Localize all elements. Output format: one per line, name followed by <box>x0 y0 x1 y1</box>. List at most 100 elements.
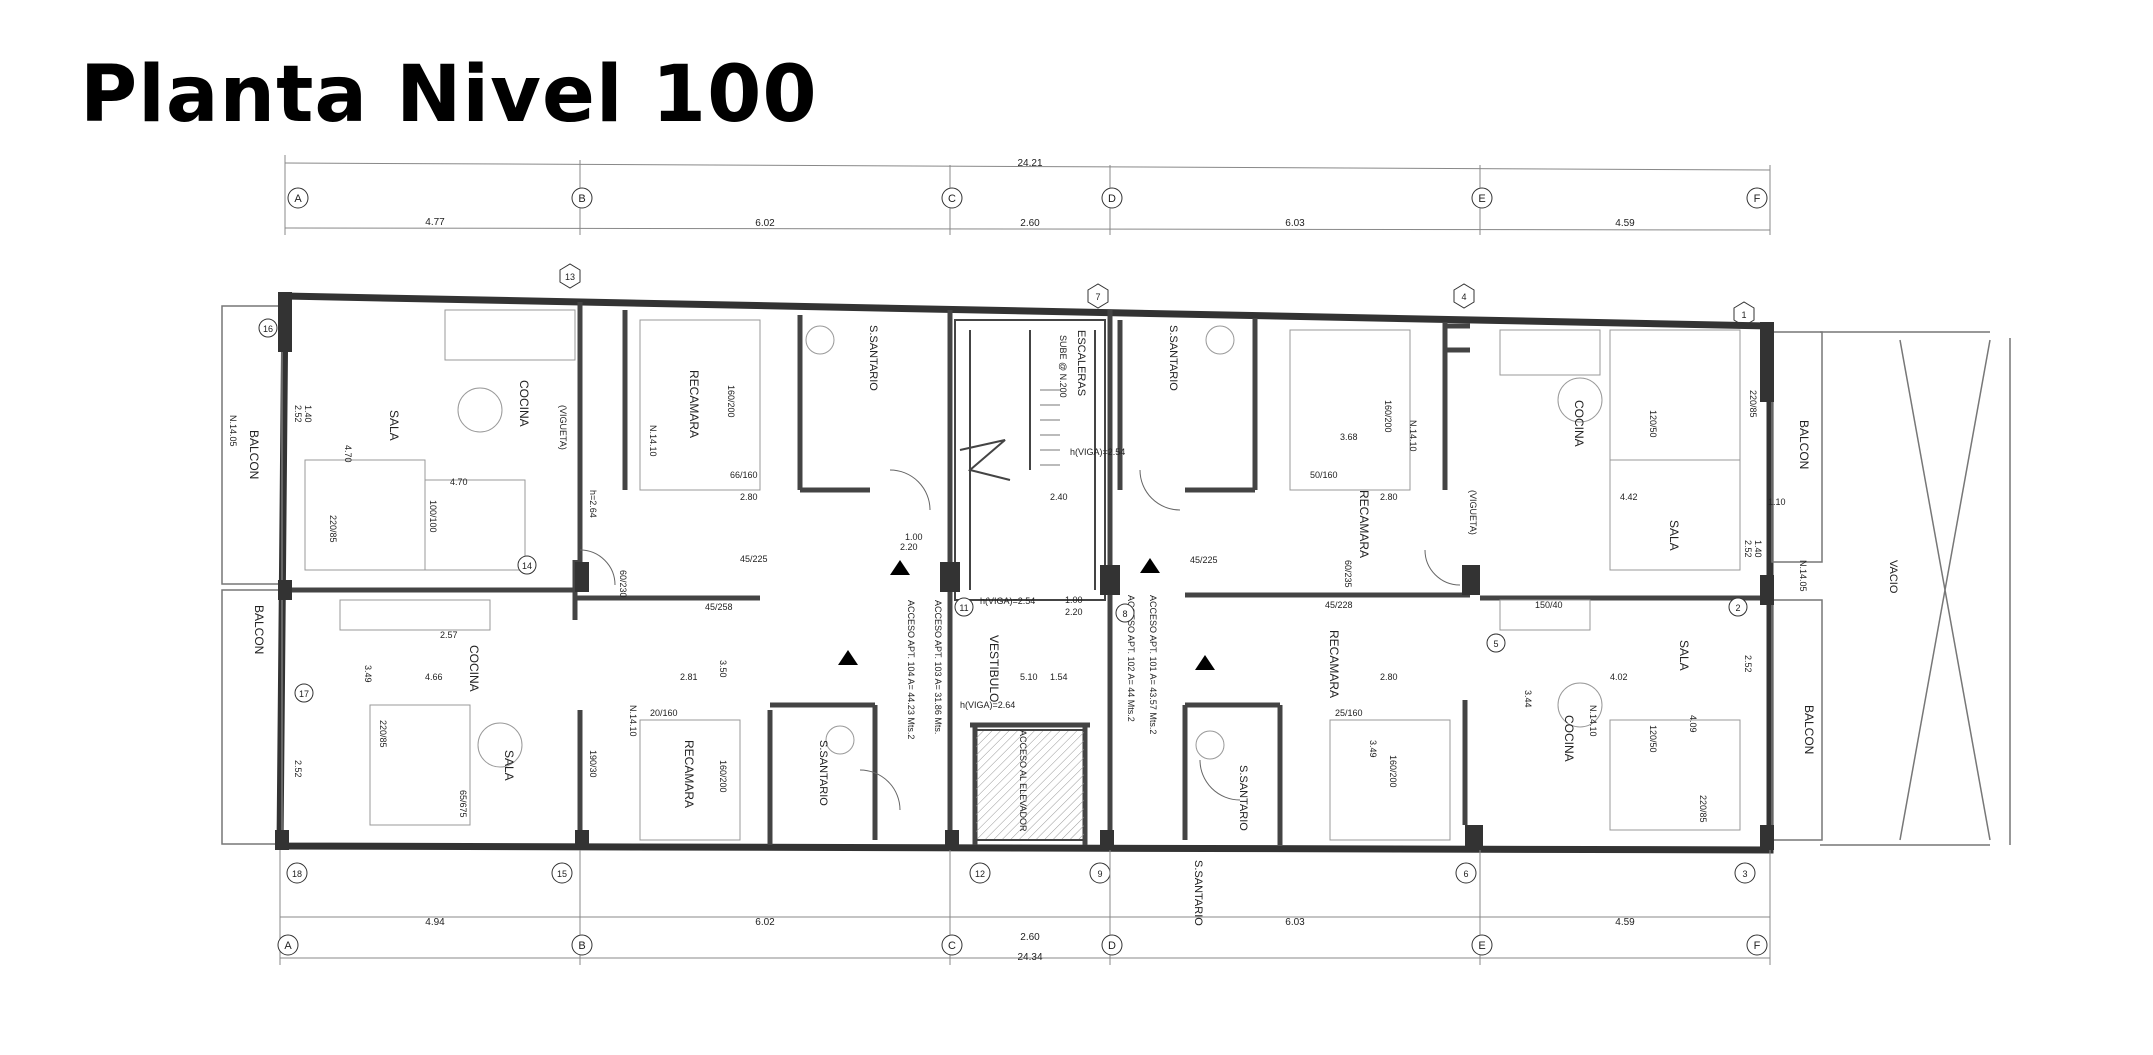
furn-220-85-c: 220/85 <box>1748 390 1758 418</box>
furn-60-230: 60/230 <box>618 570 628 598</box>
axis-b-top: B <box>578 193 585 205</box>
furniture <box>304 309 1741 841</box>
dim-140-ur: 1.40 <box>1753 540 1763 558</box>
page-title: Planta Nivel 100 <box>80 50 818 140</box>
bubble-6: 6 <box>1463 869 1468 879</box>
dim-140-ul: 1.40 <box>303 405 313 423</box>
room-cocina-ur: COCINA <box>1572 400 1586 447</box>
hex-4: 4 <box>1461 292 1466 302</box>
furn-45-228: 45/228 <box>1325 600 1353 610</box>
room-sala-ur: SALA <box>1667 520 1681 551</box>
dim-281: 2.81 <box>680 672 698 682</box>
dim-349-a: 3.49 <box>363 665 373 683</box>
dim-100-a: 1.00 <box>905 532 923 542</box>
room-sala-ul: SALA <box>387 410 401 441</box>
elevator-shaft <box>974 729 1086 841</box>
dim-top-4: 6.03 <box>1285 218 1305 229</box>
room-recamara-ul: RECAMARA <box>687 370 701 438</box>
furn-45-258: 45/258 <box>705 602 733 612</box>
dim-bottom-1: 4.94 <box>425 917 445 928</box>
dim-350: 3.50 <box>718 660 728 678</box>
apt-102-access: ACCESO APT. 102 A= 44 Mts.2 <box>1126 595 1136 722</box>
room-s-santario-lr: S.SANTARIO <box>1237 765 1249 831</box>
axis-f-top: F <box>1754 193 1761 205</box>
dim-total-top: 24.21 <box>1017 158 1042 169</box>
furn-220-85-b: 220/85 <box>1698 795 1708 823</box>
bubble-15: 15 <box>557 869 567 879</box>
furn-160-200-b: 160/200 <box>1383 400 1393 433</box>
dim-bottom-5: 4.59 <box>1615 917 1635 928</box>
apt-104-access: ACCESO APT. 104 A= 44.23 Mts.2 <box>906 600 916 739</box>
label-viga-254: h(VIGA)=2.54 <box>980 596 1035 606</box>
dim-470: 4.70 <box>450 477 468 487</box>
bubble-8: 8 <box>1122 609 1127 619</box>
room-cocina-ul: COCINA <box>517 380 531 427</box>
room-balcon-ll: BALCON <box>252 605 266 654</box>
room-s-santario-ul: S.SANTARIO <box>867 325 879 391</box>
axis-c-top: C <box>948 193 956 205</box>
room-s-santario-ur: S.SANTARIO <box>1167 325 1179 391</box>
label-n1405-b: N.14.05 <box>1798 560 1808 592</box>
bubble-14: 14 <box>522 561 532 571</box>
bubble-5: 5 <box>1493 639 1498 649</box>
furn-120-50-b: 120/50 <box>1648 725 1658 753</box>
axis-e-bottom: E <box>1478 940 1485 952</box>
label-n1410-c: N.14.10 <box>628 705 638 737</box>
bubble-3: 3 <box>1742 869 1747 879</box>
bubble-9: 9 <box>1097 869 1102 879</box>
dim-510: 5.10 <box>1020 672 1038 682</box>
furn-66-160: 66/160 <box>730 470 758 480</box>
room-cocina-lr: COCINA <box>1562 715 1576 762</box>
hex-13: 13 <box>565 272 575 282</box>
apt-103-access: ACCESO APT. 103 A= 31.86 Mts. <box>933 600 943 734</box>
furn-45-225-a: 45/225 <box>740 554 768 564</box>
dim-450: 4.70 <box>343 445 353 463</box>
dim-466: 4.66 <box>425 672 443 682</box>
room-recamara-ur: RECAMARA <box>1357 490 1371 558</box>
furn-60-235: 60/235 <box>1343 560 1353 588</box>
dim-409: 4.09 <box>1688 715 1698 733</box>
room-recamara-lr: RECAMARA <box>1327 630 1341 698</box>
room-s-santario-bottom: S.SANTARIO <box>1192 860 1204 926</box>
furn-160-200-c: 160/200 <box>718 760 728 793</box>
dim-110: 1.10 <box>1768 497 1786 507</box>
label-vigueta-ul: (VIGUETA) <box>558 405 568 450</box>
dim-257: 2.57 <box>440 630 458 640</box>
dim-top-1: 4.77 <box>425 217 445 228</box>
axis-a-top: A <box>294 193 302 205</box>
furn-150-40: 150/40 <box>1535 600 1563 610</box>
bubble-11: 11 <box>959 603 968 613</box>
hex-1: 1 <box>1741 310 1746 320</box>
label-viga-254-b: h(VIGA)=2.54 <box>1070 447 1125 457</box>
axis-e-top: E <box>1478 193 1485 205</box>
furn-65-675: 65/675 <box>458 790 468 818</box>
dim-252-ur: 2.52 <box>1743 540 1753 558</box>
room-escaleras: ESCALERAS <box>1075 330 1087 396</box>
doors <box>579 469 1461 811</box>
apt-101-access: ACCESO APT. 101 A= 43.57 Mts.2 <box>1148 595 1158 734</box>
dim-top-3: 2.60 <box>1020 218 1040 229</box>
dim-402: 4.02 <box>1610 672 1628 682</box>
furn-220-85-a: 220/85 <box>328 515 338 543</box>
bubble-12: 12 <box>975 869 985 879</box>
columns <box>275 292 1774 850</box>
dim-280-ur: 2.80 <box>1380 492 1398 502</box>
axis-bubbles-bottom <box>277 934 1768 956</box>
dim-280-ul: 2.80 <box>740 492 758 502</box>
furn-120-50-a: 120/50 <box>1648 410 1658 438</box>
room-balcon-lr: BALCON <box>1802 705 1816 754</box>
label-h264-ul: h=2.64 <box>588 490 598 518</box>
furn-100-100: 100/100 <box>428 500 438 533</box>
bubble-17: 17 <box>299 689 309 699</box>
side-bubbles <box>258 318 1748 703</box>
room-balcon-ur: BALCON <box>1797 420 1811 469</box>
axis-f-bottom: F <box>1754 940 1761 952</box>
room-acceso-elevador: ACCESO AL ELEVADOR <box>1018 730 1028 832</box>
dim-280-lr: 2.80 <box>1380 672 1398 682</box>
dim-344: 3.44 <box>1523 690 1533 708</box>
bottom-bubbles <box>286 862 1756 884</box>
hex-markers-top <box>559 263 1755 327</box>
dim-total-bottom: 24.34 <box>1017 952 1042 963</box>
room-sala-lr: SALA <box>1677 640 1691 671</box>
